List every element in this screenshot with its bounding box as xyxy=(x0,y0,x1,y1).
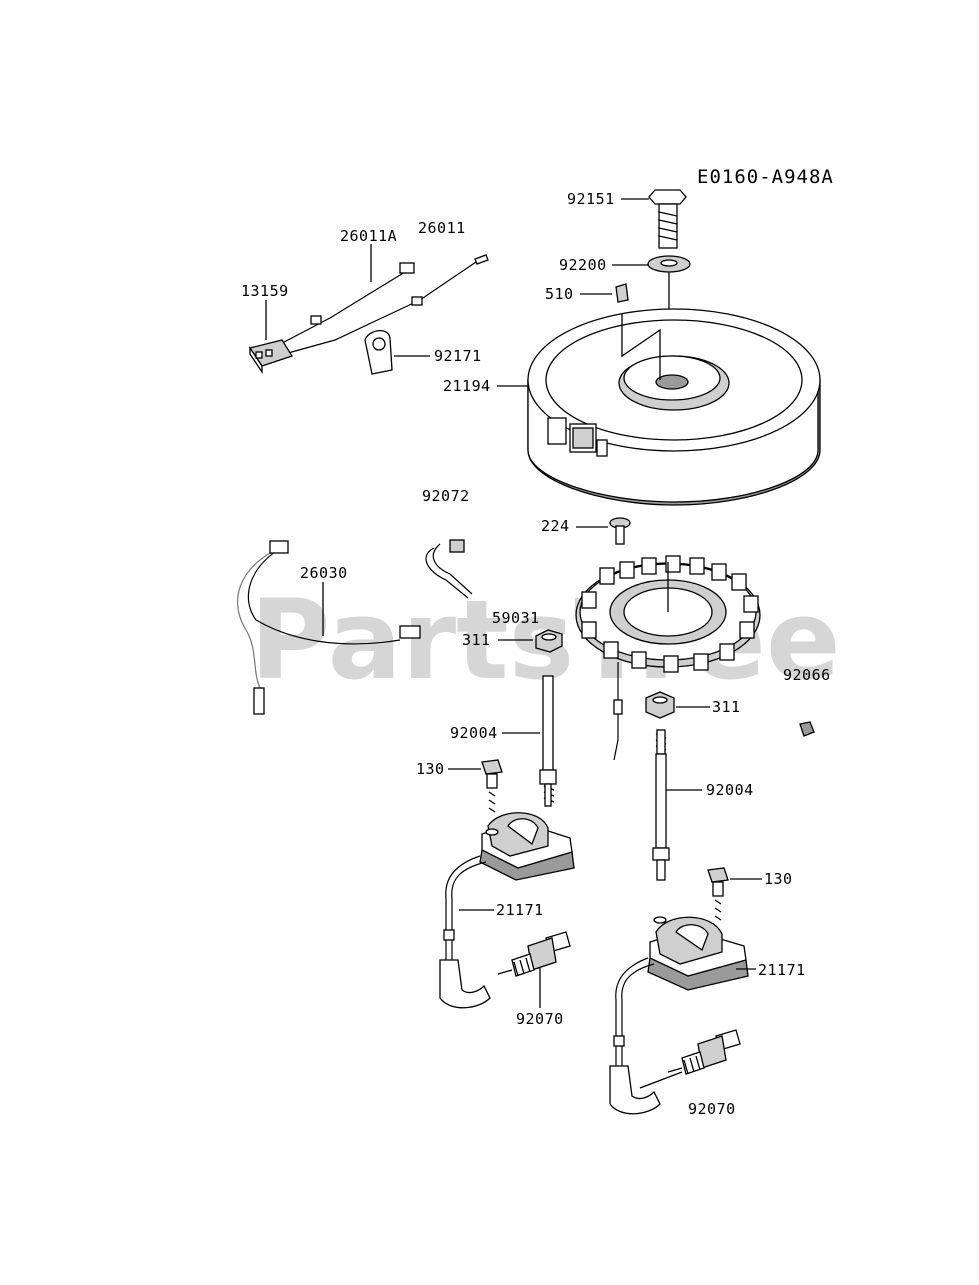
nut-311-left-part[interactable] xyxy=(535,629,563,653)
callout-92171[interactable]: 92171 xyxy=(434,347,482,365)
diagram-code: E0160-A948A xyxy=(697,166,834,188)
screw-224-part[interactable] xyxy=(609,517,631,545)
callout-92200[interactable]: 92200 xyxy=(559,256,607,274)
callout-224[interactable]: 224 xyxy=(541,517,570,535)
spark-plug-92070-right-part[interactable] xyxy=(667,1029,741,1075)
flywheel-21194-part[interactable] xyxy=(527,308,821,506)
callout-92066[interactable]: 92066 xyxy=(783,666,831,684)
bolt-130-left-part[interactable] xyxy=(481,759,503,813)
callout-26030[interactable]: 26030 xyxy=(300,564,348,582)
callout-21171-left[interactable]: 21171 xyxy=(496,901,544,919)
callout-13159[interactable]: 13159 xyxy=(241,282,289,300)
bolt-130-right-part[interactable] xyxy=(707,867,729,921)
callout-26011A[interactable]: 26011A xyxy=(340,227,397,245)
ignition-coil-21171-right-part[interactable] xyxy=(609,916,749,1115)
callout-510[interactable]: 510 xyxy=(545,285,574,303)
callout-92004-right[interactable]: 92004 xyxy=(706,781,754,799)
nut-311-right-part[interactable] xyxy=(645,691,675,719)
callout-92151[interactable]: 92151 xyxy=(567,190,615,208)
bolt-92066-part[interactable] xyxy=(799,721,815,737)
callout-311-left[interactable]: 311 xyxy=(462,631,491,649)
clamp-92171-part[interactable] xyxy=(364,330,393,375)
callout-59031[interactable]: 59031 xyxy=(492,609,540,627)
connector-13159-part[interactable] xyxy=(248,339,293,375)
wire-harness-26011-part[interactable] xyxy=(264,254,489,359)
band-92072-part[interactable] xyxy=(425,539,473,599)
callout-21194[interactable]: 21194 xyxy=(443,377,491,395)
stud-92004-left-part[interactable] xyxy=(539,675,557,807)
callout-92070-left[interactable]: 92070 xyxy=(516,1010,564,1028)
washer-92200-part[interactable] xyxy=(647,255,691,273)
key-510-part[interactable] xyxy=(615,283,629,303)
callout-92070-right[interactable]: 92070 xyxy=(688,1100,736,1118)
stud-92004-right-part[interactable] xyxy=(652,729,670,881)
bolt-92151-part[interactable] xyxy=(648,189,687,249)
ignition-coil-21171-left-part[interactable] xyxy=(439,812,575,1009)
callout-92072[interactable]: 92072 xyxy=(422,487,470,505)
callout-21171-right[interactable]: 21171 xyxy=(758,961,806,979)
callout-311-right[interactable]: 311 xyxy=(712,698,741,716)
callout-130-left[interactable]: 130 xyxy=(416,760,445,778)
callout-26011[interactable]: 26011 xyxy=(418,219,466,237)
callout-92004-left[interactable]: 92004 xyxy=(450,724,498,742)
lead-wire-26030-part[interactable] xyxy=(237,540,421,715)
callout-130-right[interactable]: 130 xyxy=(764,870,793,888)
spark-plug-92070-left-part[interactable] xyxy=(497,931,571,977)
